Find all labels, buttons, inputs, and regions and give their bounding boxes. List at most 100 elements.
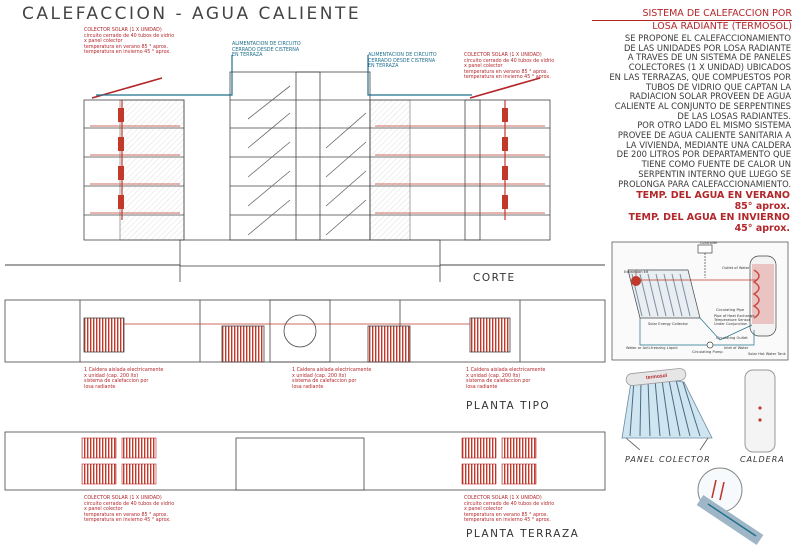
schematic-label: Circulating Outlet — [716, 336, 748, 340]
side-panel-line: TIENE COMO FUENTE DE CALOR UN — [641, 159, 791, 170]
temp-winter-value: 45° aprox. — [734, 223, 790, 234]
side-panel-line: POR OTRO LADO EL MISMO SISTEMA — [637, 120, 791, 131]
section-planta-terraza — [4, 431, 606, 491]
schematic-label: Temperature Sensor — [714, 318, 751, 322]
note-caldera-right: 1 Caldera aislada electricamente x unida… — [466, 368, 566, 390]
schematic-labels: Controller Expansion kit Outlet of Water… — [612, 241, 788, 360]
note-line: ALIMENTACION DE CIRCUITO — [368, 53, 437, 58]
caption-panel-colector: PANEL COLECTOR — [625, 455, 711, 464]
temp-summer-label: TEMP. DEL AGUA EN VERANO — [636, 190, 790, 201]
note-line: EN TERRAZA — [232, 53, 263, 59]
note-line: COLECTOR SOLAR (1 X UNIDAD) — [464, 496, 542, 501]
note-line: COLECTOR SOLAR (1 X UNIDAD) — [84, 496, 162, 501]
side-panel-line: SERPENTIN INTERNO QUE LUEGO SE — [638, 168, 791, 179]
note-line: temperatura en verano 85 ° aprox. — [464, 512, 549, 518]
note-line: circuito cerrado de 40 tubos de vidrio — [84, 501, 175, 507]
side-panel-title: SISTEMA DE CALEFACCION POR LOSA RADIANTE… — [592, 8, 792, 32]
tube-detail — [696, 467, 764, 545]
note-line: 1 Caldera aislada electricamente — [466, 368, 546, 373]
schematic-collector-icon — [627, 269, 701, 319]
side-title-line2: LOSA RADIANTE (TERMOSOL) — [652, 21, 792, 32]
title-underline — [592, 20, 792, 21]
note-line: sistema de calefaccion por — [84, 379, 149, 385]
note-line: temperatura en invierno 45 ° aprox. — [84, 518, 171, 524]
side-panel-line: DE 200 LITROS POR DEPARTAMENTO QUE — [616, 149, 791, 160]
note-terraza-right: COLECTOR SOLAR (1 X UNIDAD) circuito cer… — [464, 496, 574, 524]
page-title: CALEFACCION - AGUA CALIENTE — [22, 4, 362, 24]
note-colector-left: COLECTOR SOLAR (1 X UNIDAD) circuito cer… — [84, 28, 194, 56]
note-line: temperatura en invierno 45 ° aprox. — [84, 50, 171, 56]
note-line: x panel colector — [84, 507, 123, 513]
section-corte — [5, 55, 605, 282]
note-line: x panel colector — [464, 507, 503, 513]
note-line: x unidad (cap. 200 lts) — [466, 373, 521, 379]
note-line: 1 Caldera aislada electricamente — [292, 368, 372, 373]
note-line: sistema de calefaccion por — [292, 379, 357, 385]
right-building — [369, 99, 551, 241]
schematic-label: Outlet of Water — [722, 266, 750, 270]
panel-collector-photo — [621, 368, 713, 451]
side-panel-line: PROLONGA PARA CALEFACCIONAMIENTO. — [618, 178, 791, 189]
note-line: CERRADO DESDE CISTERNA — [368, 58, 436, 64]
note-line: x unidad (cap. 200 lts) — [292, 373, 347, 379]
circulating-pump-icon — [706, 341, 714, 349]
note-line: sistema de calefaccion por — [466, 379, 531, 385]
note-terraza-left: COLECTOR SOLAR (1 X UNIDAD) circuito cer… — [84, 496, 194, 524]
schematic-label: Under Conjunction — [714, 322, 748, 326]
side-title-line1: SISTEMA DE CALEFACCION POR — [642, 8, 792, 19]
side-panel-line: DE LAS LOSAS RADIANTES. — [677, 110, 791, 121]
note-line: CERRADO DESDE CISTERNA — [232, 47, 300, 53]
caption-caldera: CALDERA — [740, 455, 785, 464]
side-panel-line: DE LAS UNIDADES POR LOSA RADIANTE — [623, 42, 791, 53]
label-planta-tipo: PLANTA TIPO — [466, 400, 551, 412]
schematic-label: Expansion kit — [624, 270, 649, 274]
note-line: COLECTOR SOLAR (1 X UNIDAD) — [464, 53, 542, 58]
note-line: temperatura en invierno 45 ° aprox. — [464, 75, 551, 81]
temp-summer-value: 85° aprox. — [734, 201, 790, 212]
side-panel-line: PROVEE DE AGUA CALIENTE SANITARIA A — [617, 130, 791, 141]
stair-core — [229, 71, 371, 241]
section-planta-tipo — [4, 299, 606, 363]
note-caldera-left: 1 Caldera aislada electricamente x unida… — [84, 368, 184, 390]
note-line: circuito cerrado de 40 tubos de vidrio — [84, 33, 175, 39]
side-panel-line: SE PROPONE EL CALEFACCIONAMIENTO — [624, 33, 791, 43]
expansion-tank-icon — [631, 276, 641, 286]
note-line: circuito cerrado de 40 tubos de vidrio — [464, 501, 555, 507]
note-line: COLECTOR SOLAR (1 X UNIDAD) — [84, 28, 162, 33]
side-panel-line: EN LAS TERRAZAS, QUE COMPUESTOS POR — [609, 71, 791, 82]
label-planta-terraza: PLANTA TERRAZA — [466, 528, 580, 540]
note-line: x panel colector — [84, 39, 123, 45]
side-panel-line: COLECTORES (1 X UNIDAD) UBICADOS — [628, 62, 791, 73]
side-panel-line: LA VIVIENDA, MEDIANTE UNA CALDERA — [625, 139, 791, 150]
note-line: ALIMENTACION DE CIRCUITO — [232, 42, 301, 47]
note-line: temperatura en verano 85 ° aprox. — [84, 512, 169, 518]
note-alimentacion-right: ALIMENTACION DE CIRCUITO CERRADO DESDE C… — [368, 53, 458, 70]
schematic-label: Circulating Pump — [692, 350, 723, 354]
side-panel-line: RADIACION SOLAR PROVEEN DE AGUA — [629, 91, 791, 102]
note-colector-right: COLECTOR SOLAR (1 X UNIDAD) circuito cer… — [464, 53, 574, 81]
temp-winter-label: TEMP. DEL AGUA EN INVIERNO — [628, 212, 790, 223]
schematic-label: Solar Hot Water Tank — [748, 352, 786, 356]
side-panel-line: A TRAVES DE UN SISTEMA DE PANELES — [627, 52, 791, 63]
schematic-label: Water or Anti-freezing Liquid — [626, 346, 678, 350]
note-line: temperatura en verano 85 ° aprox. — [84, 44, 169, 50]
caldera-photo — [744, 369, 776, 453]
solar-schematic — [611, 241, 789, 361]
note-caldera-center: 1 Caldera aislada electricamente x unida… — [292, 368, 392, 390]
schematic-label: Controller — [700, 241, 718, 245]
schematic-label: Pipe of Heat Exchange — [714, 314, 755, 318]
schematic-label: Inlet of Water — [724, 346, 749, 350]
note-alimentacion-left: ALIMENTACION DE CIRCUITO CERRADO DESDE C… — [232, 42, 322, 59]
note-line: losa radiante — [466, 384, 498, 390]
side-panel-line: TUBOS DE VIDRIO QUE CAPTAN LA — [645, 81, 791, 92]
note-line: 1 Caldera aislada electricamente — [84, 368, 164, 373]
note-line: losa radiante — [84, 384, 116, 390]
schematic-label: Solar Energy Collector — [648, 322, 689, 326]
note-line: EN TERRAZA — [368, 64, 399, 70]
note-line: x panel colector — [464, 64, 503, 70]
note-line: circuito cerrado de 40 tubos de vidrio — [464, 58, 555, 64]
schematic-label: Circulating Pipe — [716, 308, 745, 312]
note-line: losa radiante — [292, 384, 324, 390]
